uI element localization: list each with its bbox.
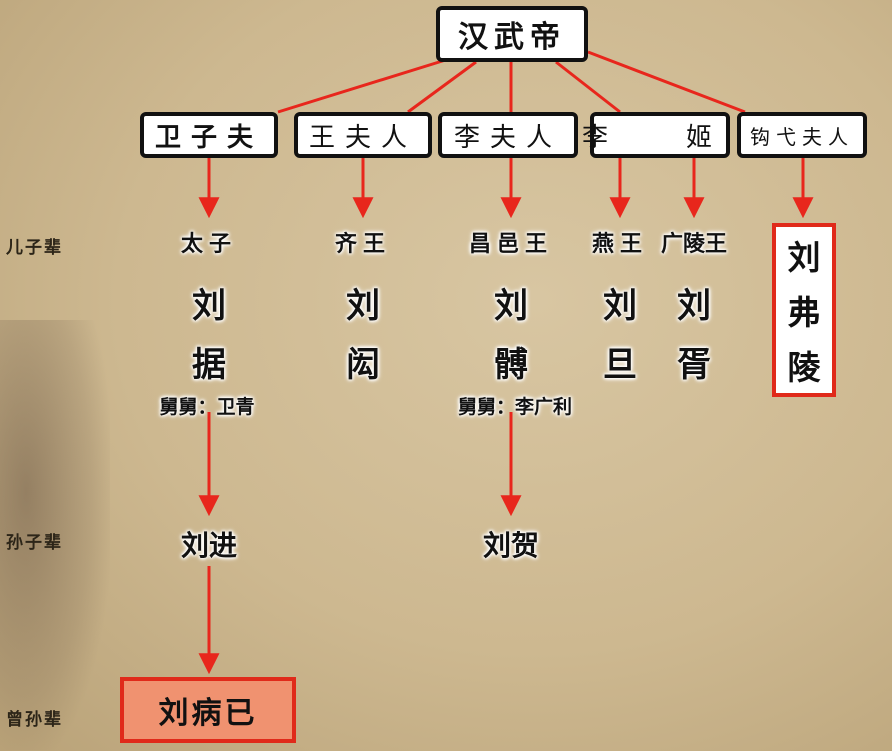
son-name-liubo-surname: 刘 [494, 286, 528, 326]
warrior-figure-illustration [0, 320, 110, 750]
son-title-changyiwang: 昌邑王 [468, 232, 554, 257]
line-emperor-to-wangfuren [407, 60, 477, 114]
son-name-liuju-given: 据 [192, 345, 226, 385]
grandson-liujin: 刘进 [180, 529, 238, 562]
son-title-qiwang: 齐王 [334, 232, 392, 257]
line-emperor-to-liji [555, 60, 621, 114]
son-title-taizi: 太子 [180, 232, 238, 257]
liufuling-highlight-box: 刘 弗 陵 [772, 223, 836, 397]
line-emperor-to-weizifu [277, 56, 453, 114]
great-grandson-liubingyi-box: 刘病已 [120, 677, 296, 743]
generation-label-sons: 儿子辈 [6, 238, 63, 258]
liufuling-char-3: 陵 [787, 348, 821, 388]
line-emperor-to-gouyifuren [587, 50, 746, 114]
son-name-liuhong-surname: 刘 [346, 286, 380, 326]
son-name-liuxu-surname: 刘 [677, 286, 711, 326]
son-name-liudan-given: 旦 [603, 345, 637, 385]
son-title-guanglingwang: 广陵王 [660, 232, 728, 257]
son-name-liudan-surname: 刘 [603, 286, 637, 326]
emperor-box: 汉武帝 [436, 6, 588, 62]
mother-wangfuren: 王夫人 [294, 112, 432, 158]
son-name-liuxu-given: 胥 [677, 345, 711, 385]
son-name-liuhong-given: 闳 [346, 345, 380, 385]
mother-liji: 李 姬 [582, 112, 730, 158]
mother-lifuren: 李夫人 [438, 112, 578, 158]
mother-weizifu: 卫子夫 [140, 112, 278, 158]
son-name-liubo-given: 髆 [494, 345, 528, 385]
son-name-liuju-surname: 刘 [192, 286, 226, 326]
mother-gouyifuren: 钩弋夫人 [737, 112, 867, 158]
generation-label-great-grandsons: 曾孙辈 [6, 710, 63, 730]
liufuling-char-1: 刘 [787, 237, 821, 277]
generation-label-grandsons: 孙子辈 [6, 533, 63, 553]
uncle-weiqing: 舅舅：卫青 [159, 396, 255, 418]
uncle-liguangli: 舅舅：李广利 [457, 396, 573, 418]
grandson-liuhe: 刘贺 [482, 529, 540, 562]
liufuling-char-2: 弗 [787, 292, 821, 332]
son-title-yanwang: 燕王 [591, 232, 649, 257]
